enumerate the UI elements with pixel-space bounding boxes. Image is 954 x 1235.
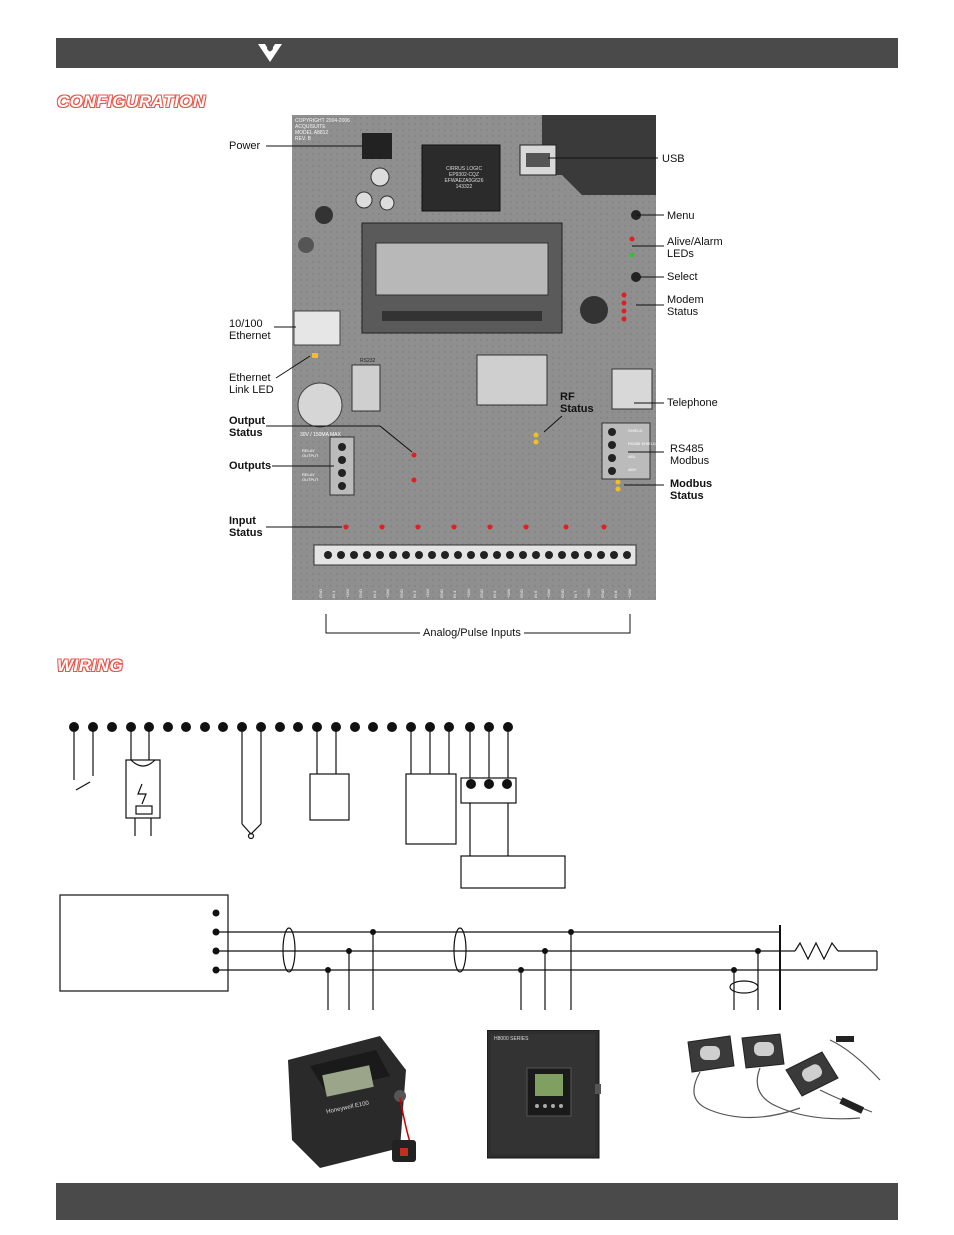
label-telephone: Telephone — [667, 397, 718, 409]
label-power: Power — [229, 140, 261, 152]
label-usb: USB — [662, 153, 685, 165]
circuit-board-image — [292, 115, 656, 600]
callout-leaders — [266, 145, 664, 634]
rs232-silk: RS232 — [360, 358, 376, 364]
brand-logo-icon — [258, 44, 282, 62]
label-analog-pulse-inputs: Analog/Pulse Inputs — [420, 627, 524, 639]
header-bar — [56, 38, 898, 68]
relay-silk-1: RELAY OUTPUT — [302, 448, 319, 458]
label-select: Select — [667, 271, 698, 283]
power-meter-panel-photo — [487, 1030, 601, 1159]
relay-silk-2: RELAY OUTPUT — [302, 472, 319, 482]
wiring-diagram — [59, 722, 878, 1010]
footer-bar — [56, 1183, 898, 1220]
energy-meter-photo — [288, 1036, 416, 1168]
label-menu: Menu — [667, 210, 695, 222]
output-rating-silk: 30V / 150MA MAX — [300, 432, 341, 438]
configuration-heading: CONFIGURATION — [57, 92, 206, 111]
wiring-heading: WIRING — [57, 656, 124, 675]
label-outputs: Outputs — [229, 460, 272, 472]
panel-brand-text: H8000 SERIES — [494, 1036, 529, 1042]
current-transformers-photo — [687, 1033, 881, 1120]
